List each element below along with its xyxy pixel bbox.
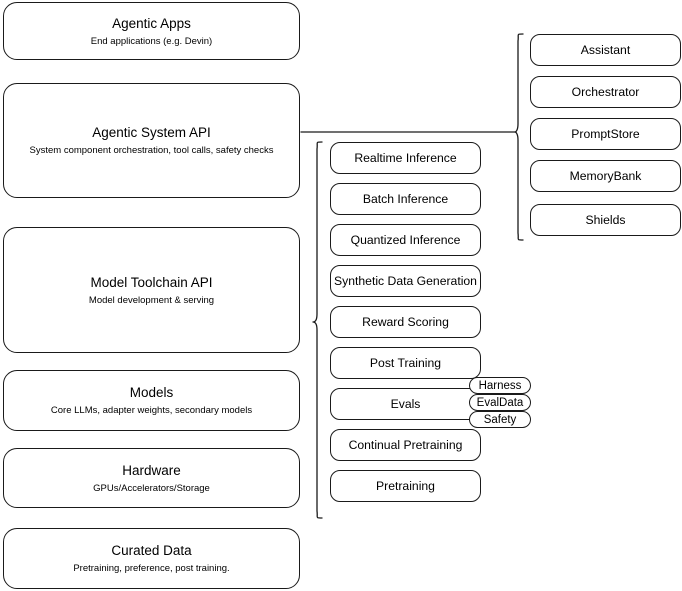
component-memorybank[interactable]: MemoryBank	[530, 160, 681, 192]
capability-pretraining[interactable]: Pretraining	[330, 470, 481, 502]
evals-subcomponent-harness[interactable]: Harness	[469, 377, 531, 394]
layer-title: Agentic System API	[92, 125, 211, 140]
capability-label: Synthetic Data Generation	[334, 273, 477, 288]
component-label: MemoryBank	[569, 168, 642, 183]
capability-continual-pretraining[interactable]: Continual Pretraining	[330, 429, 481, 461]
component-promptstore[interactable]: PromptStore	[530, 118, 681, 150]
capability-label: Post Training	[369, 355, 442, 370]
component-label: PromptStore	[571, 126, 640, 141]
agentic-system-bracket	[514, 33, 524, 241]
evals-subcomponent-safety[interactable]: Safety	[469, 411, 531, 428]
component-label: Shields	[585, 212, 626, 227]
evals-subcomponent-label: Harness	[478, 379, 522, 392]
capability-label: Batch Inference	[362, 191, 449, 206]
evals-subcomponent-evaldata[interactable]: EvalData	[469, 394, 531, 411]
capability-label: Reward Scoring	[362, 314, 449, 329]
evals-subcomponent-label: EvalData	[476, 396, 524, 409]
layer-agentic-system-api[interactable]: Agentic System API System component orch…	[3, 83, 300, 198]
capability-label: Pretraining	[376, 478, 435, 493]
layer-subtitle: Core LLMs, adapter weights, secondary mo…	[50, 405, 253, 416]
component-label: Orchestrator	[571, 84, 640, 99]
layer-hardware[interactable]: Hardware GPUs/Accelerators/Storage	[3, 448, 300, 508]
layer-subtitle: Model development & serving	[88, 294, 215, 306]
capability-realtime-inference[interactable]: Realtime Inference	[330, 142, 481, 174]
layer-curated-data[interactable]: Curated Data Pretraining, preference, po…	[3, 528, 300, 589]
component-shields[interactable]: Shields	[530, 204, 681, 236]
layer-model-toolchain-api[interactable]: Model Toolchain API Model development & …	[3, 227, 300, 353]
capability-batch-inference[interactable]: Batch Inference	[330, 183, 481, 215]
component-orchestrator[interactable]: Orchestrator	[530, 76, 681, 108]
toolchain-bracket	[312, 141, 323, 519]
layer-title: Curated Data	[111, 543, 192, 558]
capability-post-training[interactable]: Post Training	[330, 347, 481, 379]
capability-quantized-inference[interactable]: Quantized Inference	[330, 224, 481, 256]
layer-title: Models	[129, 385, 174, 400]
component-label: Assistant	[580, 42, 631, 57]
layer-subtitle: System component orchestration, tool cal…	[29, 145, 274, 156]
capability-label: Quantized Inference	[350, 232, 461, 247]
component-assistant[interactable]: Assistant	[530, 34, 681, 66]
layer-title: Hardware	[122, 462, 181, 478]
layer-title: Agentic Apps	[112, 15, 191, 31]
layer-models[interactable]: Models Core LLMs, adapter weights, secon…	[3, 370, 300, 431]
layer-agentic-apps[interactable]: Agentic Apps End applications (e.g. Devi…	[3, 2, 300, 60]
layer-title: Model Toolchain API	[90, 274, 213, 290]
capability-reward-scoring[interactable]: Reward Scoring	[330, 306, 481, 338]
evals-subcomponent-label: Safety	[483, 413, 517, 426]
capability-label: Evals	[390, 396, 421, 411]
layer-subtitle: End applications (e.g. Devin)	[90, 35, 213, 47]
layer-subtitle: GPUs/Accelerators/Storage	[93, 482, 210, 494]
capability-synthetic-data-generation[interactable]: Synthetic Data Generation	[330, 265, 481, 297]
capability-evals[interactable]: Evals	[330, 388, 481, 420]
capability-label: Continual Pretraining	[348, 437, 463, 452]
capability-label: Realtime Inference	[354, 150, 457, 165]
layer-subtitle: Pretraining, preference, post training.	[73, 563, 230, 574]
